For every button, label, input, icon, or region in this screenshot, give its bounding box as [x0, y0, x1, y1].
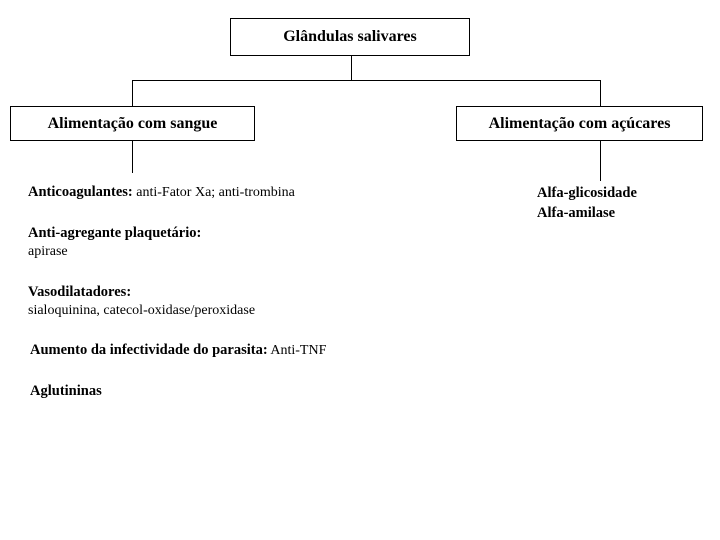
connector-horizontal-bus — [132, 80, 601, 81]
entry-sub: apirase — [28, 244, 68, 259]
connector-root-stem — [351, 56, 352, 81]
entry-term: Alfa-glicosidade — [537, 185, 637, 201]
node-glandulas-salivares[interactable]: Glândulas salivares — [230, 18, 470, 56]
entry-separator: : — [127, 184, 133, 200]
entry-term: Anticoagulantes — [28, 184, 128, 200]
connector-sugar-branch-tail — [600, 141, 601, 181]
list-item: Anticoagulantes: anti-Fator Xa; anti-tro… — [28, 182, 428, 202]
entry-separator: : — [126, 283, 132, 300]
node-label: Glândulas salivares — [283, 28, 417, 45]
node-label: Alimentação com sangue — [47, 114, 218, 132]
entry-term: Alfa-amilase — [537, 204, 616, 221]
entry-rest: Anti-TNF — [267, 343, 327, 358]
list-item: Aumento da infectividade do parasita: An… — [30, 340, 428, 360]
list-item: Aglutininas — [30, 381, 428, 401]
list-item: Vasodilatadores: sialoquinina, catecol-o… — [28, 282, 428, 320]
node-label: Alimentação com açúcares — [488, 114, 671, 132]
detail-list-sugar-feeding: Alfa-glicosidade Alfa-amilase — [537, 184, 717, 223]
entry-term: Aumento da infectividade do parasita: — [30, 342, 268, 358]
node-alimentacao-com-sangue[interactable]: Alimentação com sangue — [10, 106, 255, 141]
connector-drop-to-sugar-branch — [600, 80, 601, 107]
detail-list-blood-feeding: Anticoagulantes: anti-Fator Xa; anti-tro… — [28, 182, 428, 401]
entry-term: Vasodilatadores — [28, 283, 127, 300]
entry-sub: sialoquinina, catecol-oxidase/peroxidase — [28, 302, 256, 318]
entry-term: Anti-agregante plaquetário: — [28, 225, 202, 241]
node-alimentacao-com-acucares[interactable]: Alimentação com açúcares — [456, 106, 703, 141]
connector-drop-to-blood-branch — [132, 80, 133, 107]
list-item: Alfa-glicosidade Alfa-amilase — [537, 184, 717, 223]
entry-rest: anti-Fator Xa; anti-trombina — [132, 185, 295, 200]
entry-term: Aglutininas — [30, 383, 102, 399]
list-item: Anti-agregante plaquetário: apirase — [28, 223, 428, 261]
connector-blood-branch-tail — [132, 141, 133, 173]
